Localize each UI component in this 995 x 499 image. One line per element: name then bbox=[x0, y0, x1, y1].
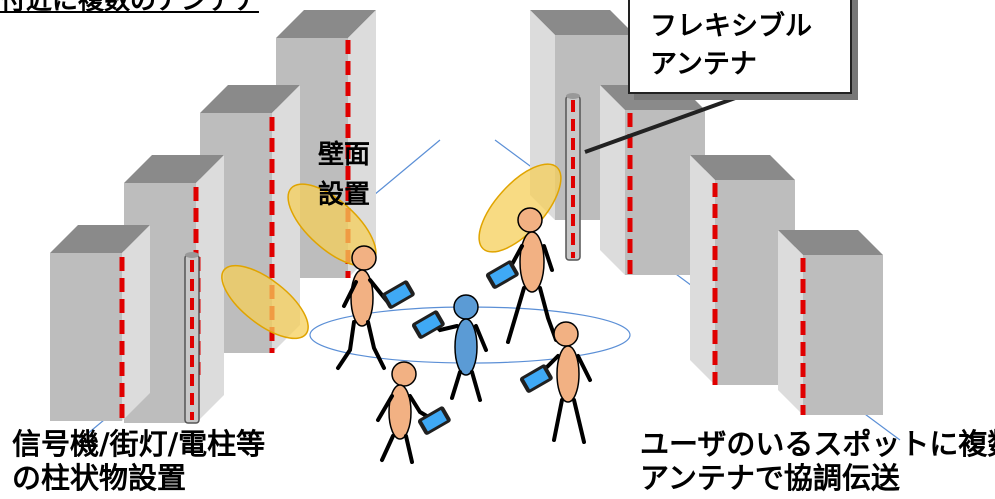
wall-install-label: 壁面 設置 bbox=[318, 135, 370, 215]
building bbox=[124, 155, 224, 423]
building bbox=[50, 225, 201, 421]
cooperative-transmission-label: ユーザのいるスポットに複数 アンテナで協調伝送 bbox=[640, 427, 995, 495]
top-caption: 付近に複数のアンテナ bbox=[0, 0, 259, 16]
flexible-antenna-callout: フレキシブル アンテナ bbox=[628, 0, 852, 94]
smartphones bbox=[381, 260, 553, 435]
left-buildings bbox=[50, 10, 376, 423]
flexible-label-line2: アンテナ bbox=[650, 49, 757, 80]
callout-pointer bbox=[584, 90, 753, 154]
person-3 bbox=[376, 361, 432, 464]
building bbox=[778, 230, 883, 415]
person-4 bbox=[534, 321, 592, 444]
user-label-line1: ユーザのいるスポットに複数 bbox=[640, 427, 995, 461]
wall-label-line1: 壁面 bbox=[318, 140, 371, 170]
wall-label-line2: 設置 bbox=[318, 180, 371, 210]
flexible-antenna-pole bbox=[565, 93, 581, 261]
pole-label-line2: の柱状物設置 bbox=[12, 461, 187, 496]
pole-label-line1: 信号機/街灯/電柱等 bbox=[12, 427, 266, 461]
coverage-beams bbox=[221, 163, 562, 340]
flexible-label-line1: フレキシブル bbox=[650, 11, 812, 42]
pole-install-label: 信号機/街灯/電柱等 の柱状物設置 bbox=[12, 427, 265, 495]
pole-antenna-left bbox=[184, 252, 200, 424]
user-label-line2: アンテナで協調伝送 bbox=[640, 461, 900, 496]
person-user bbox=[430, 294, 488, 402]
